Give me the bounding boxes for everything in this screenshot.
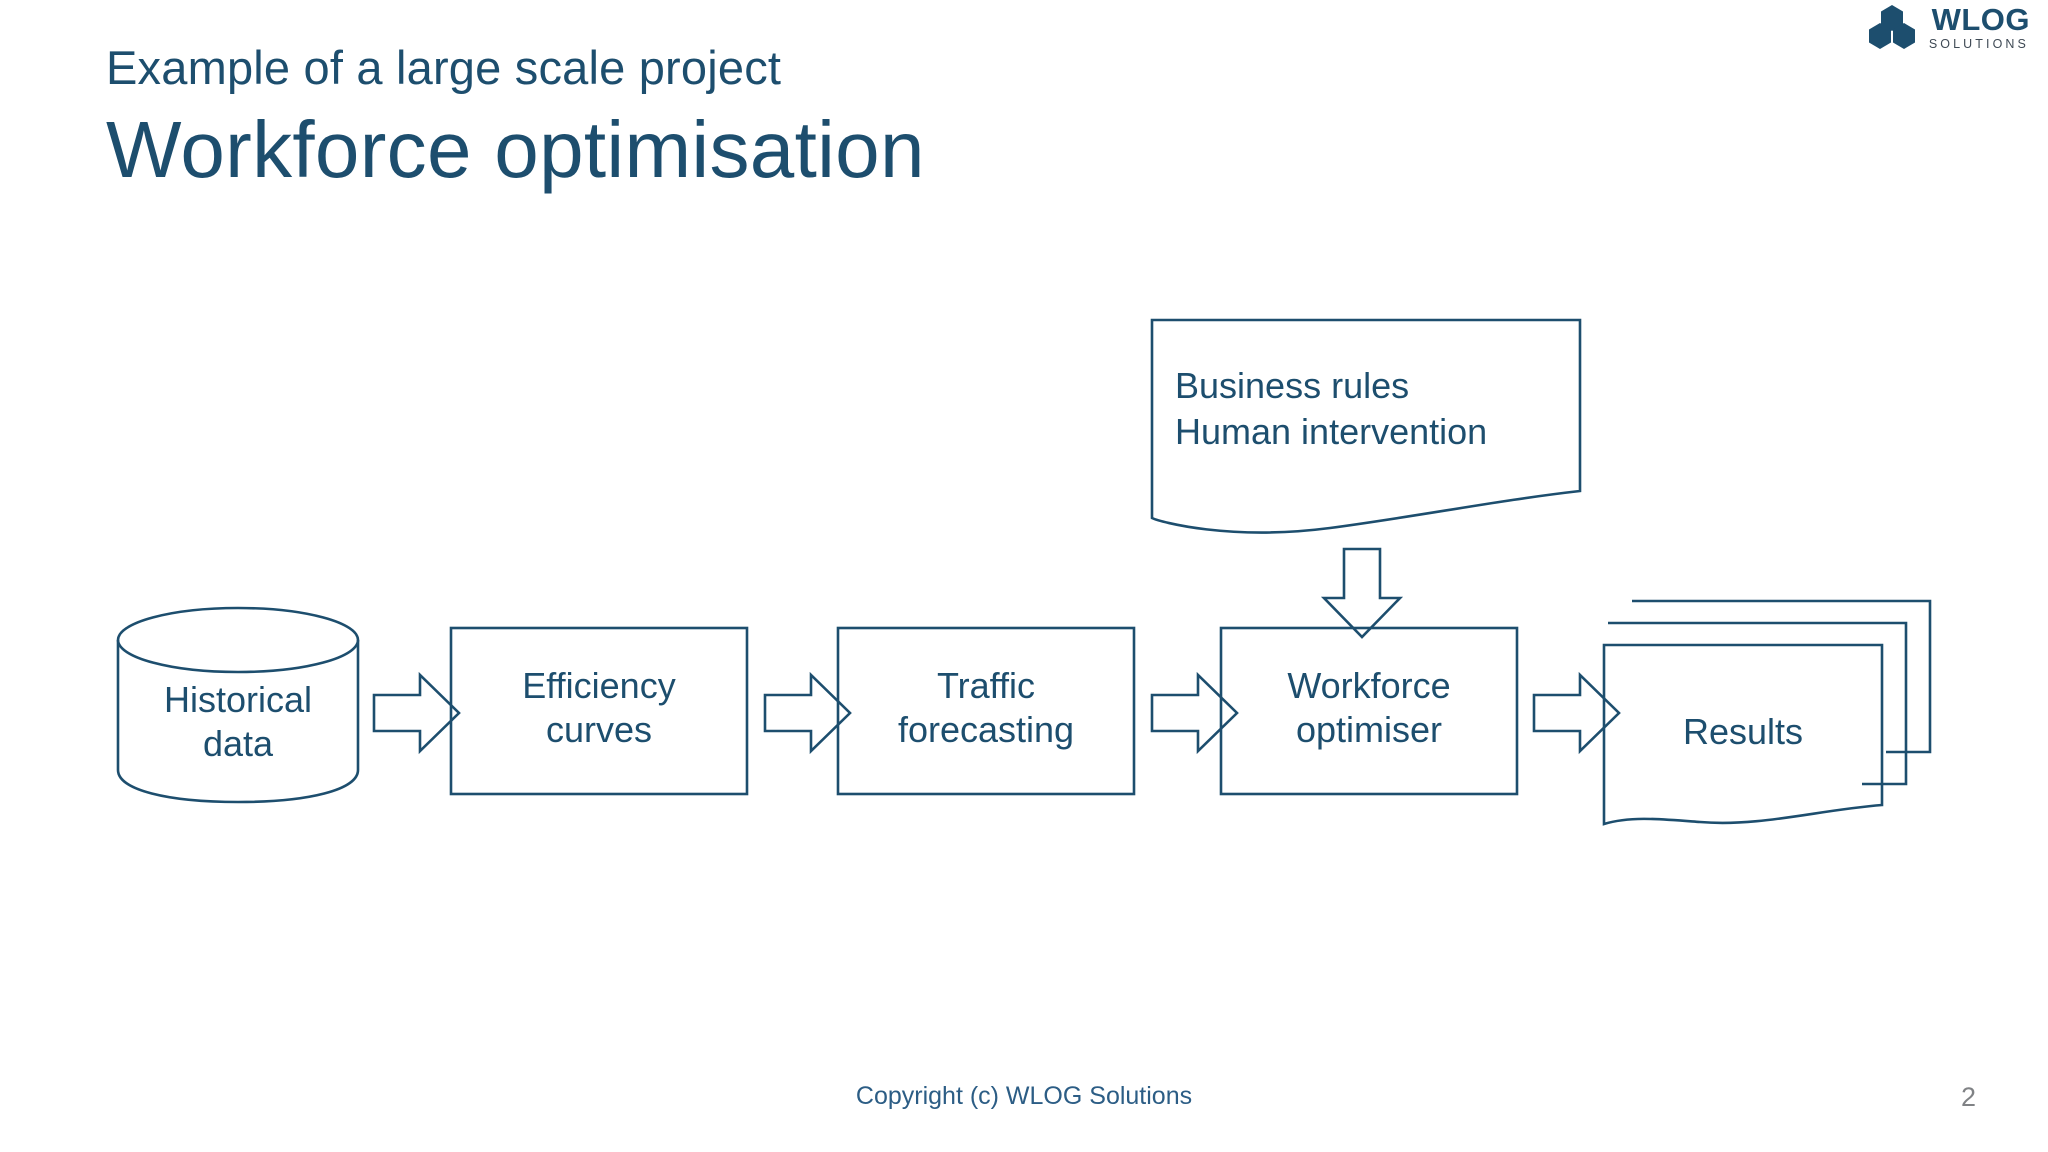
node-efficiency-curves[interactable] xyxy=(449,626,749,796)
slide-eyebrow: Example of a large scale project xyxy=(106,41,782,94)
node-results-layer-middle xyxy=(1608,621,1908,786)
page-title: Workforce optimisation xyxy=(106,105,925,194)
three-hexagons-icon xyxy=(1868,5,1915,50)
arrow-down-business-rules xyxy=(1320,547,1404,639)
node-traffic-forecasting[interactable] xyxy=(836,626,1136,796)
arrow-right-2 xyxy=(763,671,852,755)
node-workforce-optimiser[interactable] xyxy=(1219,626,1519,796)
logo-tagline-text: SOLUTIONS xyxy=(1928,37,2029,51)
footer-page-number: 2 xyxy=(1960,1082,1976,1112)
node-historical-data[interactable] xyxy=(116,606,360,804)
arrow-right-4 xyxy=(1532,671,1621,755)
logo-wordmark: WLOG SOLUTIONS xyxy=(1929,4,2030,51)
footer-copyright: Copyright (c) WLOG Solutions xyxy=(855,1082,1193,1110)
node-results[interactable] xyxy=(1602,643,1884,826)
logo-wordmark-text: WLOG xyxy=(1931,2,2030,37)
node-results-layer-back xyxy=(1632,599,1932,754)
arrow-right-1 xyxy=(372,671,461,755)
node-business-rules[interactable] xyxy=(1150,318,1582,534)
arrow-right-3 xyxy=(1150,671,1239,755)
wlog-logo: WLOG SOLUTIONS xyxy=(1865,4,2030,51)
